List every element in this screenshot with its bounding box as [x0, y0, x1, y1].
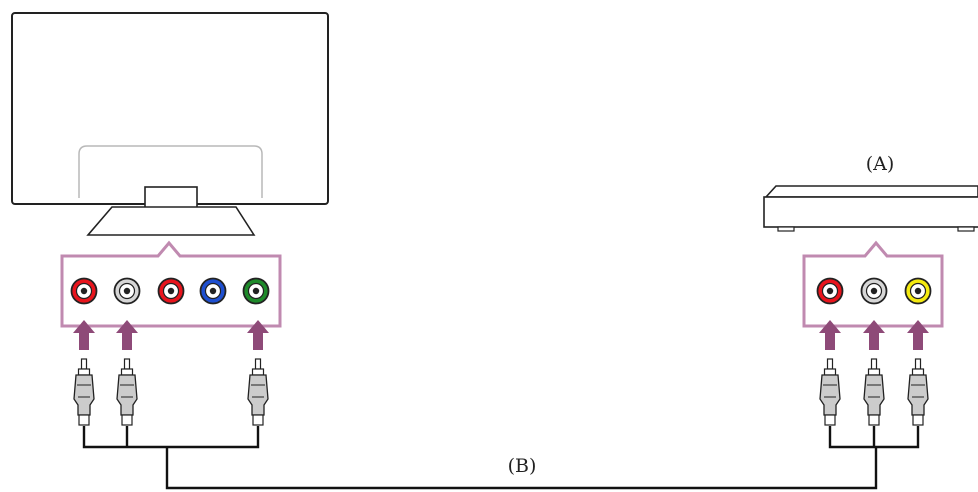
- tv-stand-base: [86, 206, 256, 236]
- cable-label: (B): [508, 455, 537, 477]
- rca-jack-red: [157, 277, 185, 305]
- arrow-up-icon-device-red: [819, 320, 841, 350]
- tv-screen: [11, 12, 329, 205]
- arrow-up-icon-device-white: [863, 320, 885, 350]
- device-top: [764, 185, 978, 198]
- arrow-up-icon-tv-red: [73, 320, 95, 350]
- rca-plug-tv-white: [116, 358, 138, 426]
- rca-plug-device-yellow: [907, 358, 929, 426]
- arrow-up-icon-tv-white: [116, 320, 138, 350]
- cable-tv-bus: [82, 426, 260, 449]
- device-foot-right: [957, 226, 975, 232]
- rca-plug-device-white: [863, 358, 885, 426]
- tv-stand-outline: [78, 145, 263, 198]
- rca-jack-red: [816, 277, 844, 305]
- device-body: [763, 196, 978, 228]
- tv-icon: [11, 12, 329, 236]
- device-connector-panel: [802, 240, 944, 328]
- cable-device-bus: [828, 426, 920, 449]
- device-label: (A): [866, 153, 895, 175]
- rca-plug-tv-yellow: [247, 358, 269, 426]
- rca-plug-tv-red: [73, 358, 95, 426]
- rca-jack-white: [860, 277, 888, 305]
- rca-jack-yellow: [904, 277, 932, 305]
- device-foot-left: [777, 226, 795, 232]
- arrow-up-icon-tv-green: [247, 320, 269, 350]
- rca-jack-blue: [199, 277, 227, 305]
- device-icon: [763, 185, 978, 232]
- cable-main-run: [165, 447, 878, 490]
- rca-plug-device-red: [819, 358, 841, 426]
- rca-jack-red: [70, 277, 98, 305]
- rca-jack-white: [113, 277, 141, 305]
- cable-b: [82, 426, 920, 490]
- tv-connector-panel: [60, 240, 282, 328]
- arrow-up-icon-device-yellow: [907, 320, 929, 350]
- rca-jack-green: [242, 277, 270, 305]
